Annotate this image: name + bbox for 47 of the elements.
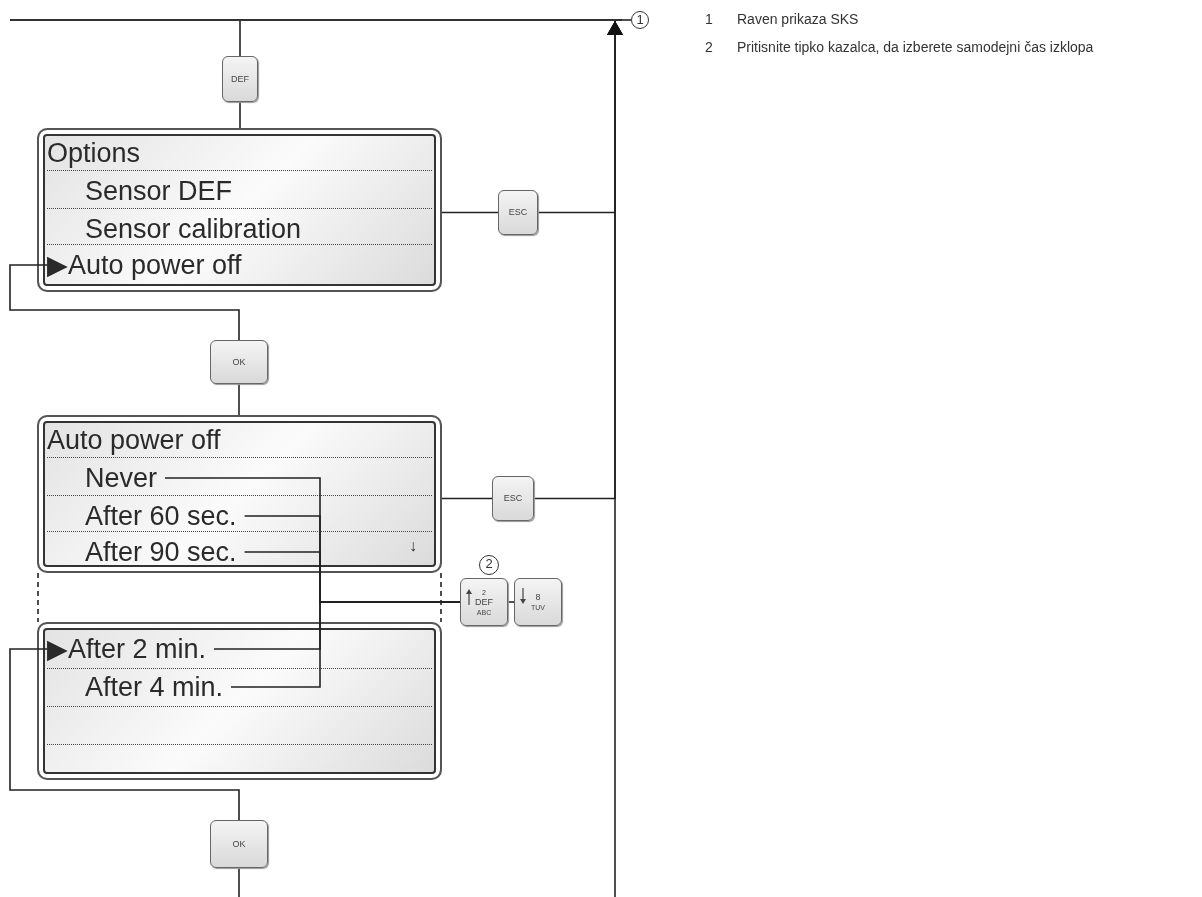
menu-item: Sensor DEF	[85, 176, 241, 206]
keypad-key	[460, 578, 508, 626]
menu-item: After 4 min.	[85, 672, 232, 702]
display-screen	[37, 415, 442, 573]
connector-line	[621, 19, 632, 21]
connector-line	[9, 264, 240, 341]
connector-line	[239, 20, 241, 57]
key-label: OK	[232, 838, 246, 850]
keypad-key	[514, 578, 562, 626]
key-label: DEF	[475, 596, 493, 608]
scroll-arrow: ↓	[409, 536, 417, 556]
keypad-key	[492, 476, 534, 521]
keypad-key	[210, 340, 268, 384]
key-label: OK	[232, 356, 246, 368]
menu-item: Sensor calibration	[85, 214, 310, 244]
keypad-key	[498, 190, 538, 235]
connector-line	[507, 601, 515, 603]
display-screen	[37, 622, 442, 780]
connector-line	[441, 211, 499, 214]
menu-item: After 90 sec.	[85, 537, 245, 567]
connector-line	[238, 383, 240, 416]
callout-number: 1	[631, 11, 649, 29]
connector-line	[238, 867, 240, 897]
menu-item: ▶After 2 min.	[47, 634, 215, 664]
screen-title: Options	[47, 138, 141, 168]
menu-item: ▶Auto power off	[47, 250, 250, 280]
dashed-line	[37, 572, 442, 623]
connector-line	[9, 648, 240, 821]
key-label: 8	[535, 592, 541, 603]
connector-line	[239, 101, 241, 129]
legend-number: 2	[705, 38, 713, 57]
keypad-key	[210, 820, 268, 868]
legend-text: Raven prikaza SKS	[737, 10, 860, 29]
display-screen	[37, 128, 442, 292]
level-line	[10, 19, 622, 21]
legend-number: 1	[705, 10, 713, 29]
key-label: DEF	[231, 73, 249, 85]
arrow	[607, 20, 623, 897]
menu-item: Never	[85, 463, 166, 493]
connector-line	[441, 497, 493, 500]
callout-number: 2	[479, 555, 499, 575]
legend-text: Pritisnite tipko kazalca, da izberete samodejni čas izklopa	[737, 38, 1095, 57]
keypad-key	[222, 56, 258, 102]
screen-title: Auto power off	[47, 425, 221, 455]
key-label: ESC	[503, 493, 523, 504]
menu-item: After 60 sec.	[85, 501, 245, 531]
key-label: ESC	[508, 207, 528, 218]
